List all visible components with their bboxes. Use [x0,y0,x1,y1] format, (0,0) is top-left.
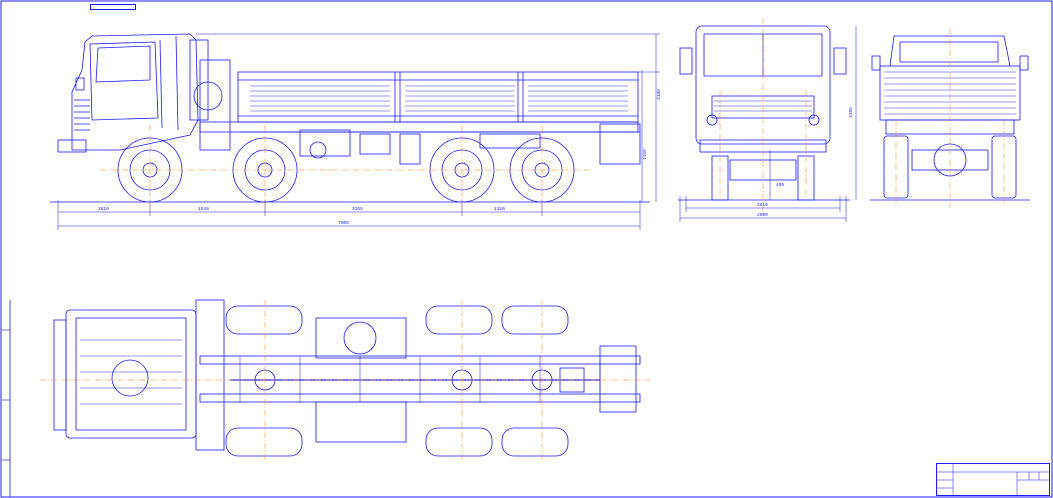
plan-cab [65,309,197,439]
side-cab-window [95,45,151,83]
front-headlight-right [808,114,820,126]
dim-side-overall-length: 7900 [338,220,349,226]
side-frame-rail [199,121,639,133]
front-windshield [703,33,823,77]
dim-side-total-middle: 3265 [352,206,363,212]
dim-front-height: 3180 [848,107,854,118]
side-cab-grille-lines [74,99,90,131]
title-block-grid [937,464,1049,495]
dim-front-width: 2500 [757,212,768,218]
dim-side-wheelbase-2: 1540 [198,206,209,212]
side-dimension-labels: 1810 1540 3265 1320 7900 1450 3180 [98,89,662,226]
plan-view [40,299,650,460]
rear-cab-top [889,35,1011,67]
side-cab-door [89,41,159,121]
front-dimension-labels: 2010 2500 3180 495 [757,107,854,218]
dim-side-wheelbase-3: 1320 [494,206,505,212]
front-view [678,18,857,222]
dim-side-height-total: 3180 [656,89,662,100]
sheet-code-tag [90,4,136,10]
title-block [936,463,1050,496]
side-bumper [57,139,87,153]
side-view [50,33,660,230]
dim-front-track: 2010 [757,202,768,208]
front-headlight-left [706,114,718,126]
technical-spec-table [936,311,1048,313]
dim-side-height-platform: 1450 [642,149,648,160]
rear-view [870,28,1030,208]
dim-front-ground: 495 [776,182,784,188]
plan-cab-hatch [111,359,149,397]
plan-tires [225,305,569,457]
side-cab [71,33,199,151]
dim-side-wheelbase-1: 1810 [98,206,109,212]
side-cargo-slats [250,85,628,112]
side-cargo-body [237,71,639,123]
side-centerlines [100,125,590,215]
